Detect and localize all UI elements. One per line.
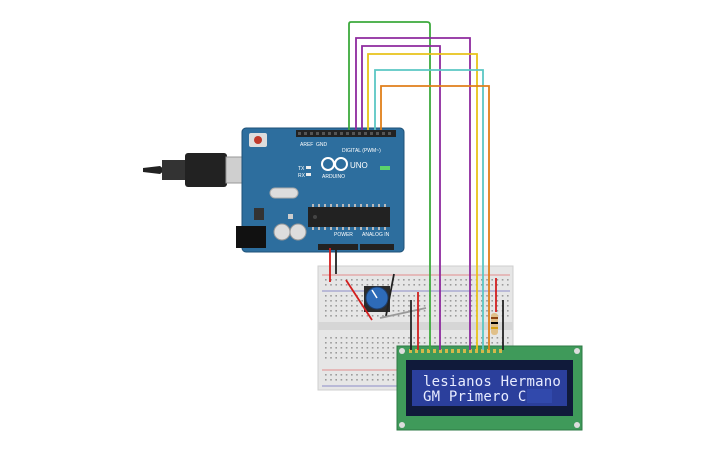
wire-purple-inner xyxy=(361,45,441,350)
analog-header xyxy=(360,244,394,250)
lcd-line-1: lesianos Hermano xyxy=(423,374,561,390)
aref-label: AREF xyxy=(300,142,313,148)
wire-yellow xyxy=(367,53,478,350)
wires xyxy=(329,21,504,350)
wire-pot-vcc xyxy=(345,279,373,321)
arduino-brand: ARDUINO xyxy=(322,174,345,180)
power-header xyxy=(318,244,358,250)
microcontroller-chip xyxy=(308,207,390,227)
arduino-board: AREF GND DIGITAL (PWM~) UNO ARDUINO TX R… xyxy=(236,127,405,253)
wire-orange xyxy=(380,85,490,350)
usb-cable xyxy=(143,153,257,187)
digital-label: DIGITAL (PWM~) xyxy=(342,148,381,154)
rx-label: RX xyxy=(298,173,306,179)
power-jack xyxy=(236,226,266,248)
wire-green xyxy=(348,21,431,350)
gnd-label: GND xyxy=(316,142,328,148)
analog-label: ANALOG IN xyxy=(362,232,390,238)
wire-purple-outer xyxy=(355,37,471,350)
uno-logo: UNO xyxy=(350,161,368,170)
arduino-logo-icon xyxy=(321,157,348,171)
lcd-line-2: GM Primero C xyxy=(423,389,527,405)
potentiometer xyxy=(364,286,390,312)
wire-cyan xyxy=(374,69,484,350)
wire-pot-gnd xyxy=(385,273,395,317)
power-label: POWER xyxy=(334,232,353,238)
lcd-module: lesianos Hermano GM Primero C xyxy=(396,345,583,431)
resistor xyxy=(491,313,498,335)
tx-label: TX xyxy=(298,166,305,172)
